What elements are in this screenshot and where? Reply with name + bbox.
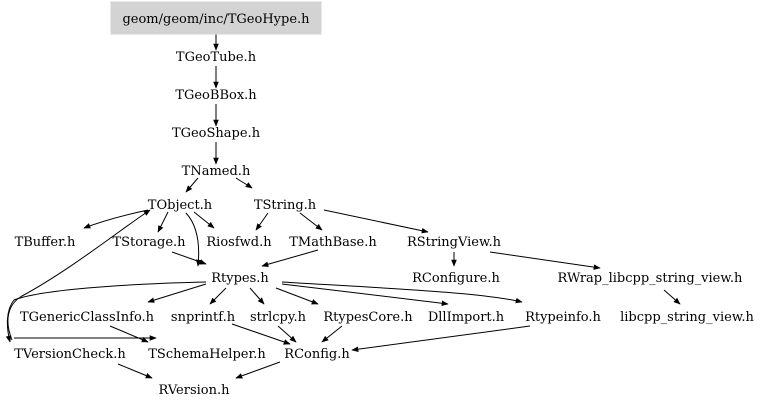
edge-tobject-tbuffer [83,209,149,229]
edge-tnamed-tstring [235,177,253,189]
edge-rtypes-rtypeinfo [281,281,523,304]
edge-tobject-riosfwd [193,211,215,229]
node-snprintf[interactable]: snprintf.h [171,310,236,325]
edge-tversioncheck-tobject [7,209,151,341]
node-rtypes[interactable]: Rtypes.h [211,271,269,286]
edge-tstring-riosfwd [255,212,269,231]
edge-rtypes-snprintf [209,287,227,305]
edge-tmathbase-rtypes [261,249,319,267]
node-tversioncheck[interactable]: TVersionCheck.h [14,347,126,362]
node-rtypeinfo[interactable]: Rtypeinfo.h [525,310,601,325]
edge-rconfig-rversion [235,361,281,379]
edge-rtypes-dllimport [281,283,449,307]
edge-rwrap-libcpp [663,289,681,305]
node-strlcpy[interactable]: strlcpy.h [250,310,307,325]
node-riosfwd[interactable]: Riosfwd.h [206,235,272,250]
edge-rstringview-rwrap [489,251,601,270]
node-dllimport[interactable]: DllImport.h [428,310,505,325]
edge-rtypescore-rconfig [321,325,343,343]
node-rconfig[interactable]: RConfig.h [284,347,350,362]
edge-tstring-tmathbase [299,212,323,231]
edge-snprintf-rconfig [231,323,291,345]
nodes: geom/geom/inc/TGeoHype.h TGeoTube.h TGeo… [14,1,755,398]
edge-tnamed-tobject [185,177,199,193]
edge-strlcpy-rconfig [277,325,297,343]
node-tgenericclassinfo[interactable]: TGenericClassInfo.h [20,310,155,325]
node-tbuffer[interactable]: TBuffer.h [15,235,76,250]
node-tgeoshape[interactable]: TGeoShape.h [172,126,261,141]
node-tstring[interactable]: TString.h [254,198,317,213]
edge-tstorage-rtypes [171,251,207,265]
edge-rtypes-strlcpy [249,287,265,305]
node-tmathbase[interactable]: TMathBase.h [289,235,377,250]
edge-tversioncheck-rversion [117,363,153,379]
node-tstorage[interactable]: TStorage.h [112,235,186,250]
node-rwrap-libcpp-string-view[interactable]: RWrap_libcpp_string_view.h [558,271,744,286]
node-tnamed[interactable]: TNamed.h [182,164,251,179]
edge-tobject-tstorage [157,211,169,233]
edge-tstring-rstringview [323,209,429,234]
node-tobject[interactable]: TObject.h [148,198,213,213]
edge-tgenericclassinfo-tschemahelper [109,325,149,343]
node-libcpp-string-view[interactable]: libcpp_string_view.h [620,310,754,325]
node-tgeobbox[interactable]: TGeoBBox.h [175,88,257,103]
node-tgeohype[interactable]: geom/geom/inc/TGeoHype.h [122,12,310,27]
edge-rtypeinfo-rconfig [351,325,531,352]
root-node-box [110,1,322,35]
edge-rtypes-rtypescore [275,287,319,305]
node-rtypescore[interactable]: RtypesCore.h [323,310,413,325]
node-rversion[interactable]: RVersion.h [159,383,231,398]
edges [5,34,681,379]
node-tgeotube[interactable]: TGeoTube.h [176,50,257,65]
node-tschemahelper[interactable]: TSchemaHelper.h [148,347,266,362]
node-rstringview[interactable]: RStringView.h [407,235,502,250]
node-rconfigure[interactable]: RConfigure.h [412,271,500,286]
edge-rtypes-tgenericclassinfo [147,283,207,303]
